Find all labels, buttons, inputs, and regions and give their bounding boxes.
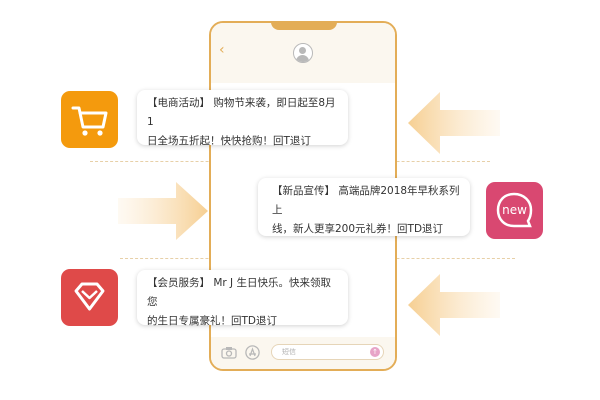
new-badge-icon: new	[486, 182, 543, 239]
shopping-cart-icon	[61, 91, 118, 148]
message-line: 【会员服务】 Mr J 生日快乐。快来领取您	[147, 277, 331, 308]
camera-icon[interactable]	[221, 346, 237, 359]
message-line: 【新品宣传】 高端品牌2018年早秋系列上	[272, 185, 460, 216]
arrow-left-bottom	[408, 274, 500, 336]
chat-header: ‹	[211, 23, 395, 83]
message-line: 日全场五折起！快快抢购！回T退订	[147, 135, 311, 147]
app-store-icon[interactable]	[245, 345, 260, 360]
avatar	[293, 43, 313, 63]
new-label: new	[502, 203, 527, 217]
message-line: 【电商活动】 购物节来袭，即日起至8月1	[147, 97, 336, 128]
back-icon[interactable]: ‹	[219, 42, 225, 58]
sms-bubble-member: 【会员服务】 Mr J 生日快乐。快来领取您 的生日专属豪礼！回TD退订	[137, 270, 348, 327]
diamond-icon	[61, 269, 118, 326]
message-line: 的生日专属豪礼！回TD退订	[147, 315, 277, 327]
message-line: 线，新人更享200元礼券！回TD退订	[272, 223, 444, 235]
phone-notch	[271, 21, 337, 30]
input-placeholder: 短信	[282, 348, 296, 356]
arrow-left-top	[408, 92, 500, 154]
sms-bubble-new-product: 【新品宣传】 高端品牌2018年早秋系列上 线，新人更享200元礼券！回TD退订	[258, 178, 470, 236]
send-icon[interactable]: ↑	[370, 347, 380, 357]
arrow-right-middle	[118, 182, 208, 240]
message-input[interactable]: 短信 ↑	[271, 344, 384, 360]
chat-input-bar: 短信 ↑	[211, 337, 395, 369]
sms-bubble-ecommerce: 【电商活动】 购物节来袭，即日起至8月1 日全场五折起！快快抢购！回T退订	[137, 90, 348, 147]
